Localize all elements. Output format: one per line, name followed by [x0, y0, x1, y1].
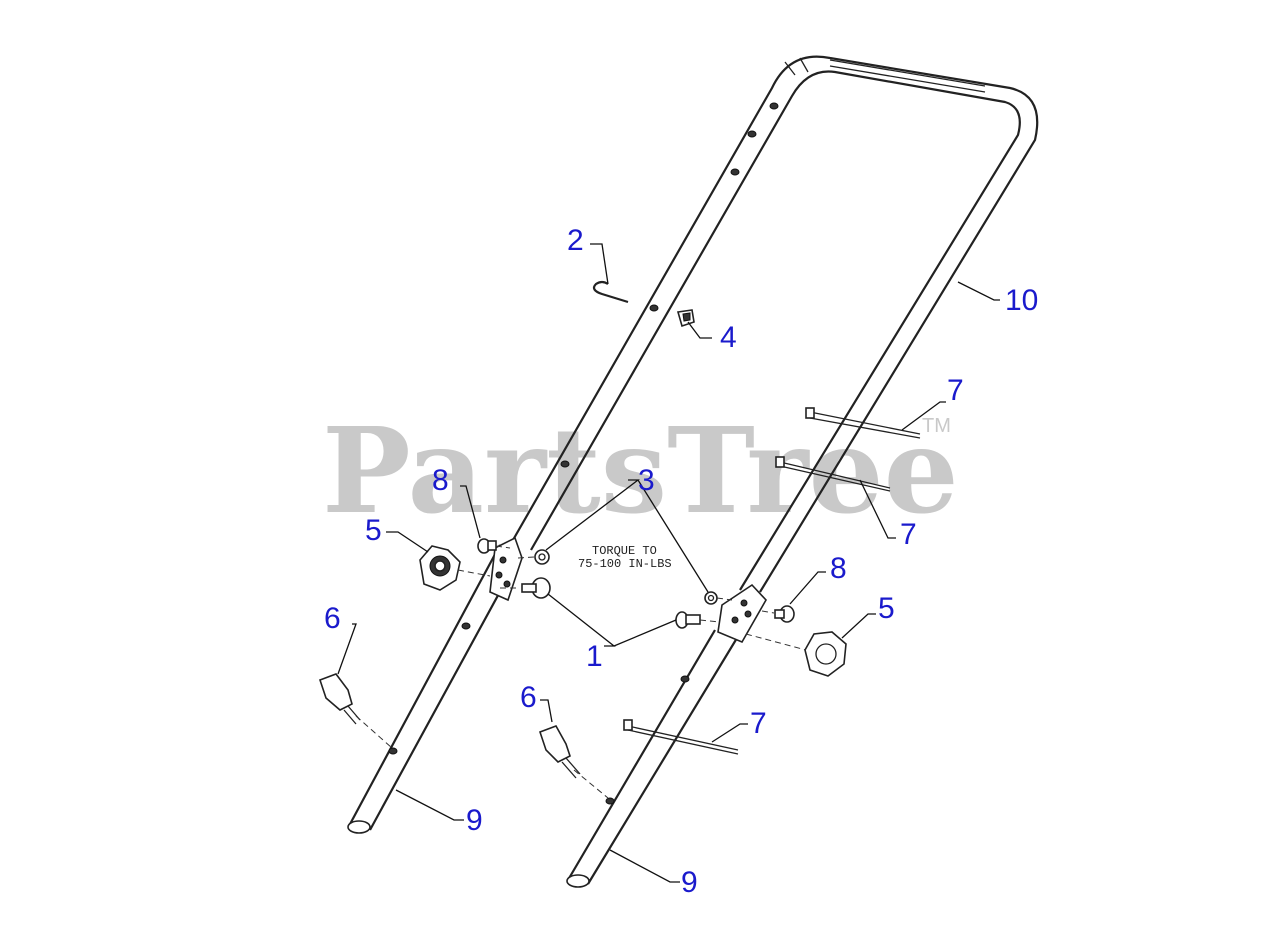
torque-note: TORQUE TO 75-100 IN-LBS	[578, 544, 672, 571]
callout-4: 4	[720, 321, 737, 354]
watermark: PartsTree TM	[322, 401, 959, 540]
nut-right	[704, 591, 718, 605]
callout-1: 1	[586, 640, 603, 673]
callout-2: 2	[567, 224, 584, 257]
callout-6-left: 6	[324, 602, 341, 635]
right-bracket	[717, 583, 767, 644]
callout-9-right: 9	[681, 866, 698, 899]
latch-lever-right	[538, 725, 581, 779]
callout-5-right: 5	[878, 592, 895, 625]
bolt-left	[521, 577, 551, 599]
watermark-text: PartsTree	[322, 401, 959, 540]
callout-10: 10	[1005, 284, 1038, 317]
callout-7-middle: 7	[900, 518, 917, 551]
lower-handle-right	[566, 629, 738, 888]
callout-5-left: 5	[365, 514, 382, 547]
upper-handle	[512, 55, 1039, 593]
cable-tie-lower	[623, 719, 739, 755]
callouts: 2 4 10 7 7 7 8 3 5 8 5 6 1 6 9 9	[324, 224, 1038, 899]
cable-guide	[592, 280, 629, 304]
torque-note-line2: 75-100 IN-LBS	[578, 557, 672, 571]
callout-9-left: 9	[466, 804, 483, 837]
callout-3: 3	[638, 464, 655, 497]
callout-8-right: 8	[830, 552, 847, 585]
assembly-lines	[355, 545, 807, 799]
latch-lever-left	[318, 673, 361, 725]
watermark-trademark: TM	[922, 415, 951, 437]
callout-7-lower: 7	[750, 707, 767, 740]
cable-clip	[676, 309, 695, 328]
torque-note-line1: TORQUE TO	[592, 544, 657, 558]
carriage-bolt-right	[774, 605, 795, 623]
carriage-bolt-left	[477, 538, 497, 554]
nut-left	[534, 549, 550, 565]
leader-lines	[337, 243, 1000, 883]
knob-left	[419, 545, 461, 591]
callout-7-upper: 7	[947, 374, 964, 407]
left-bracket	[489, 536, 523, 602]
cable-tie-middle	[775, 456, 891, 492]
cable-tie-upper	[805, 407, 921, 439]
lower-handle-left	[347, 544, 521, 834]
callout-8-left: 8	[432, 464, 449, 497]
knob-right	[804, 631, 847, 677]
bolt-right	[675, 611, 701, 629]
callout-6-right: 6	[520, 681, 537, 714]
